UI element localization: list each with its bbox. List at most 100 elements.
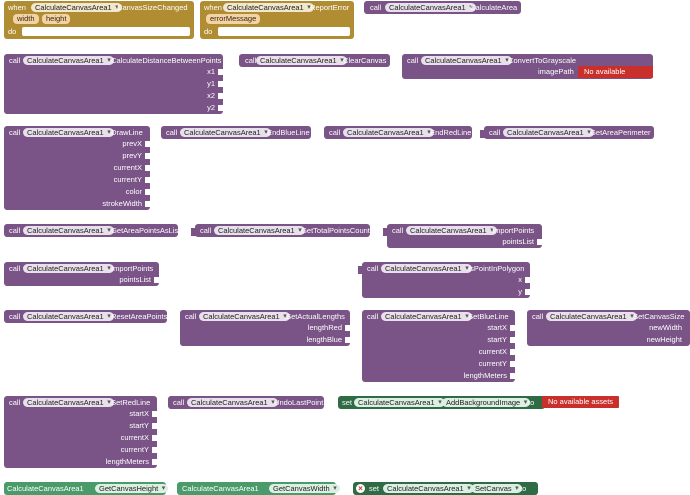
- component-dropdown[interactable]: CalculateCanvasArea1: [199, 312, 290, 321]
- get-canvas-width[interactable]: CalculateCanvasArea1 GetCanvasWidth: [177, 482, 340, 495]
- call-get-area-points-as-list[interactable]: call CalculateCanvasArea1 .GetAreaPoints…: [4, 224, 180, 237]
- socket-current-y[interactable]: [152, 447, 157, 453]
- component-dropdown[interactable]: CalculateCanvasArea1: [421, 56, 512, 65]
- socket-color[interactable]: [145, 189, 150, 195]
- call-clear-canvas[interactable]: call CalculateCanvasArea1 .ClearCanvas: [239, 54, 390, 67]
- arg-x: x: [518, 275, 522, 284]
- socket-y[interactable]: [525, 289, 530, 295]
- call-keyword: call: [9, 312, 21, 321]
- socket-start-y[interactable]: [152, 423, 157, 429]
- call-set-canvas-size[interactable]: call CalculateCanvasArea1 .SetCanvasSize…: [527, 310, 690, 346]
- component-dropdown[interactable]: CalculateCanvasArea1: [381, 264, 472, 273]
- component-dropdown[interactable]: CalculateCanvasArea1: [256, 56, 347, 65]
- socket-current-x[interactable]: [152, 435, 157, 441]
- component-dropdown[interactable]: CalculateCanvasArea1: [23, 312, 114, 321]
- property-dropdown[interactable]: SetCanvas: [471, 484, 522, 493]
- call-import-points[interactable]: call CalculateCanvasArea1 .ImportPoints …: [4, 262, 159, 286]
- call-calculate-area[interactable]: call CalculateCanvasArea1 .CalculateArea: [364, 1, 521, 14]
- call-get-total-points-count[interactable]: call CalculateCanvasArea1 .GetTotalPoint…: [191, 224, 370, 237]
- socket-points-list[interactable]: [154, 277, 159, 283]
- to-keyword: to: [528, 398, 535, 407]
- socket-current-x[interactable]: [145, 165, 150, 171]
- error-icon[interactable]: ×: [356, 484, 365, 493]
- component-dropdown[interactable]: CalculateCanvasArea1: [31, 3, 122, 12]
- get-canvas-height[interactable]: CalculateCanvasArea1 GetCanvasHeight: [4, 482, 169, 495]
- event-canvas-size-changed[interactable]: when CalculateCanvasArea1 .CanvasSizeCha…: [4, 1, 194, 39]
- component-dropdown[interactable]: CalculateCanvasArea1: [187, 398, 278, 407]
- component-dropdown[interactable]: CalculateCanvasArea1: [23, 56, 114, 65]
- call-keyword: call: [370, 3, 382, 12]
- component-dropdown[interactable]: CalculateCanvasArea1: [23, 128, 114, 137]
- set-set-canvas[interactable]: × set CalculateCanvasArea1 SetCanvas to: [353, 482, 538, 495]
- socket-length-meters[interactable]: [510, 373, 515, 379]
- call-undo-last-point[interactable]: call CalculateCanvasArea1 .UndoLastPoint: [168, 396, 324, 409]
- method-name: .ImportPoints: [490, 226, 535, 235]
- param-width[interactable]: width: [13, 14, 39, 24]
- socket-start-x[interactable]: [152, 411, 157, 417]
- property-dropdown[interactable]: GetCanvasHeight: [95, 484, 169, 493]
- component-dropdown[interactable]: CalculateCanvasArea1: [381, 312, 472, 321]
- component-dropdown[interactable]: CalculateCanvasArea1: [354, 398, 445, 407]
- property-dropdown[interactable]: AddBackgroundImage: [442, 398, 531, 407]
- arg-start-x: startX: [487, 323, 507, 332]
- socket-y2[interactable]: [218, 105, 223, 111]
- call-keyword: call: [173, 398, 185, 407]
- component-dropdown[interactable]: CalculateCanvasArea1: [23, 264, 114, 273]
- socket-x1[interactable]: [218, 69, 223, 75]
- set-add-background-image[interactable]: set CalculateCanvasArea1 AddBackgroundIm…: [338, 396, 545, 409]
- component-dropdown[interactable]: CalculateCanvasArea1: [180, 128, 271, 137]
- call-import-points-value[interactable]: call CalculateCanvasArea1 .ImportPoints …: [383, 224, 542, 248]
- socket-prev-y[interactable]: [145, 153, 150, 159]
- component-dropdown[interactable]: CalculateCanvasArea1: [23, 226, 114, 235]
- do-slot[interactable]: [22, 27, 190, 36]
- call-end-red-line[interactable]: call CalculateCanvasArea1 .EndRedLine: [324, 126, 472, 139]
- component-dropdown[interactable]: CalculateCanvasArea1: [385, 3, 476, 12]
- socket-length-red[interactable]: [345, 325, 350, 331]
- socket-x2[interactable]: [218, 93, 223, 99]
- call-is-point-in-polygon[interactable]: call CalculateCanvasArea1 .IsPointInPoly…: [358, 262, 530, 298]
- socket-length-blue[interactable]: [345, 337, 350, 343]
- socket-start-y[interactable]: [510, 337, 515, 343]
- background-image-asset-picker[interactable]: No available assets: [542, 396, 620, 408]
- component-dropdown[interactable]: CalculateCanvasArea1: [546, 312, 637, 321]
- method-name: .EndBlueLine: [265, 128, 310, 137]
- socket-points-list[interactable]: [537, 239, 542, 245]
- call-draw-line[interactable]: call CalculateCanvasArea1 .DrawLine prev…: [4, 126, 150, 210]
- socket-start-x[interactable]: [510, 325, 515, 331]
- component-dropdown[interactable]: CalculateCanvasArea1: [223, 3, 314, 12]
- socket-length-meters[interactable]: [152, 459, 157, 465]
- component-dropdown[interactable]: CalculateCanvasArea1: [503, 128, 594, 137]
- component-dropdown[interactable]: CalculateCanvasArea1: [406, 226, 497, 235]
- image-path-asset-picker[interactable]: No available assets: [578, 66, 653, 88]
- component-dropdown[interactable]: CalculateCanvasArea1: [214, 226, 305, 235]
- call-keyword: call: [9, 264, 21, 273]
- param-error-message[interactable]: errorMessage: [206, 14, 261, 24]
- socket-current-y[interactable]: [145, 177, 150, 183]
- arg-prev-y: prevY: [122, 151, 142, 160]
- call-get-area-perimeter[interactable]: call CalculateCanvasArea1 .GetAreaPerime…: [480, 126, 654, 139]
- socket-x[interactable]: [525, 277, 530, 283]
- call-set-actual-lengths[interactable]: call CalculateCanvasArea1 .SetActualLeng…: [180, 310, 350, 346]
- socket-prev-x[interactable]: [145, 141, 150, 147]
- component-dropdown[interactable]: CalculateCanvasArea1: [383, 484, 474, 493]
- call-keyword: call: [9, 56, 21, 65]
- event-report-error[interactable]: when CalculateCanvasArea1 .ReportError e…: [200, 1, 354, 39]
- property-dropdown[interactable]: GetCanvasWidth: [269, 484, 340, 493]
- socket-current-x[interactable]: [510, 349, 515, 355]
- call-convert-to-grayscale[interactable]: call CalculateCanvasArea1 .ConvertToGray…: [402, 54, 653, 88]
- call-reset-area-points[interactable]: call CalculateCanvasArea1 .ResetAreaPoin…: [4, 310, 167, 323]
- call-calculate-distance-between-points[interactable]: call CalculateCanvasArea1 .CalculateDist…: [4, 54, 223, 114]
- arg-prev-x: prevX: [122, 139, 142, 148]
- call-set-blue-line[interactable]: call CalculateCanvasArea1 .SetBlueLine s…: [362, 310, 515, 382]
- arg-new-height: newHeight: [646, 335, 682, 344]
- call-set-red-line[interactable]: call CalculateCanvasArea1 .SetRedLine st…: [4, 396, 157, 468]
- call-end-blue-line[interactable]: call CalculateCanvasArea1 .EndBlueLine: [161, 126, 311, 139]
- component-dropdown[interactable]: CalculateCanvasArea1: [23, 398, 114, 407]
- socket-y1[interactable]: [218, 81, 223, 87]
- param-height[interactable]: height: [42, 14, 71, 24]
- component-label: CalculateCanvasArea1: [7, 484, 84, 493]
- do-slot[interactable]: [218, 27, 350, 36]
- socket-current-y[interactable]: [510, 361, 515, 367]
- component-dropdown[interactable]: CalculateCanvasArea1: [343, 128, 434, 137]
- socket-stroke-width[interactable]: [145, 201, 150, 207]
